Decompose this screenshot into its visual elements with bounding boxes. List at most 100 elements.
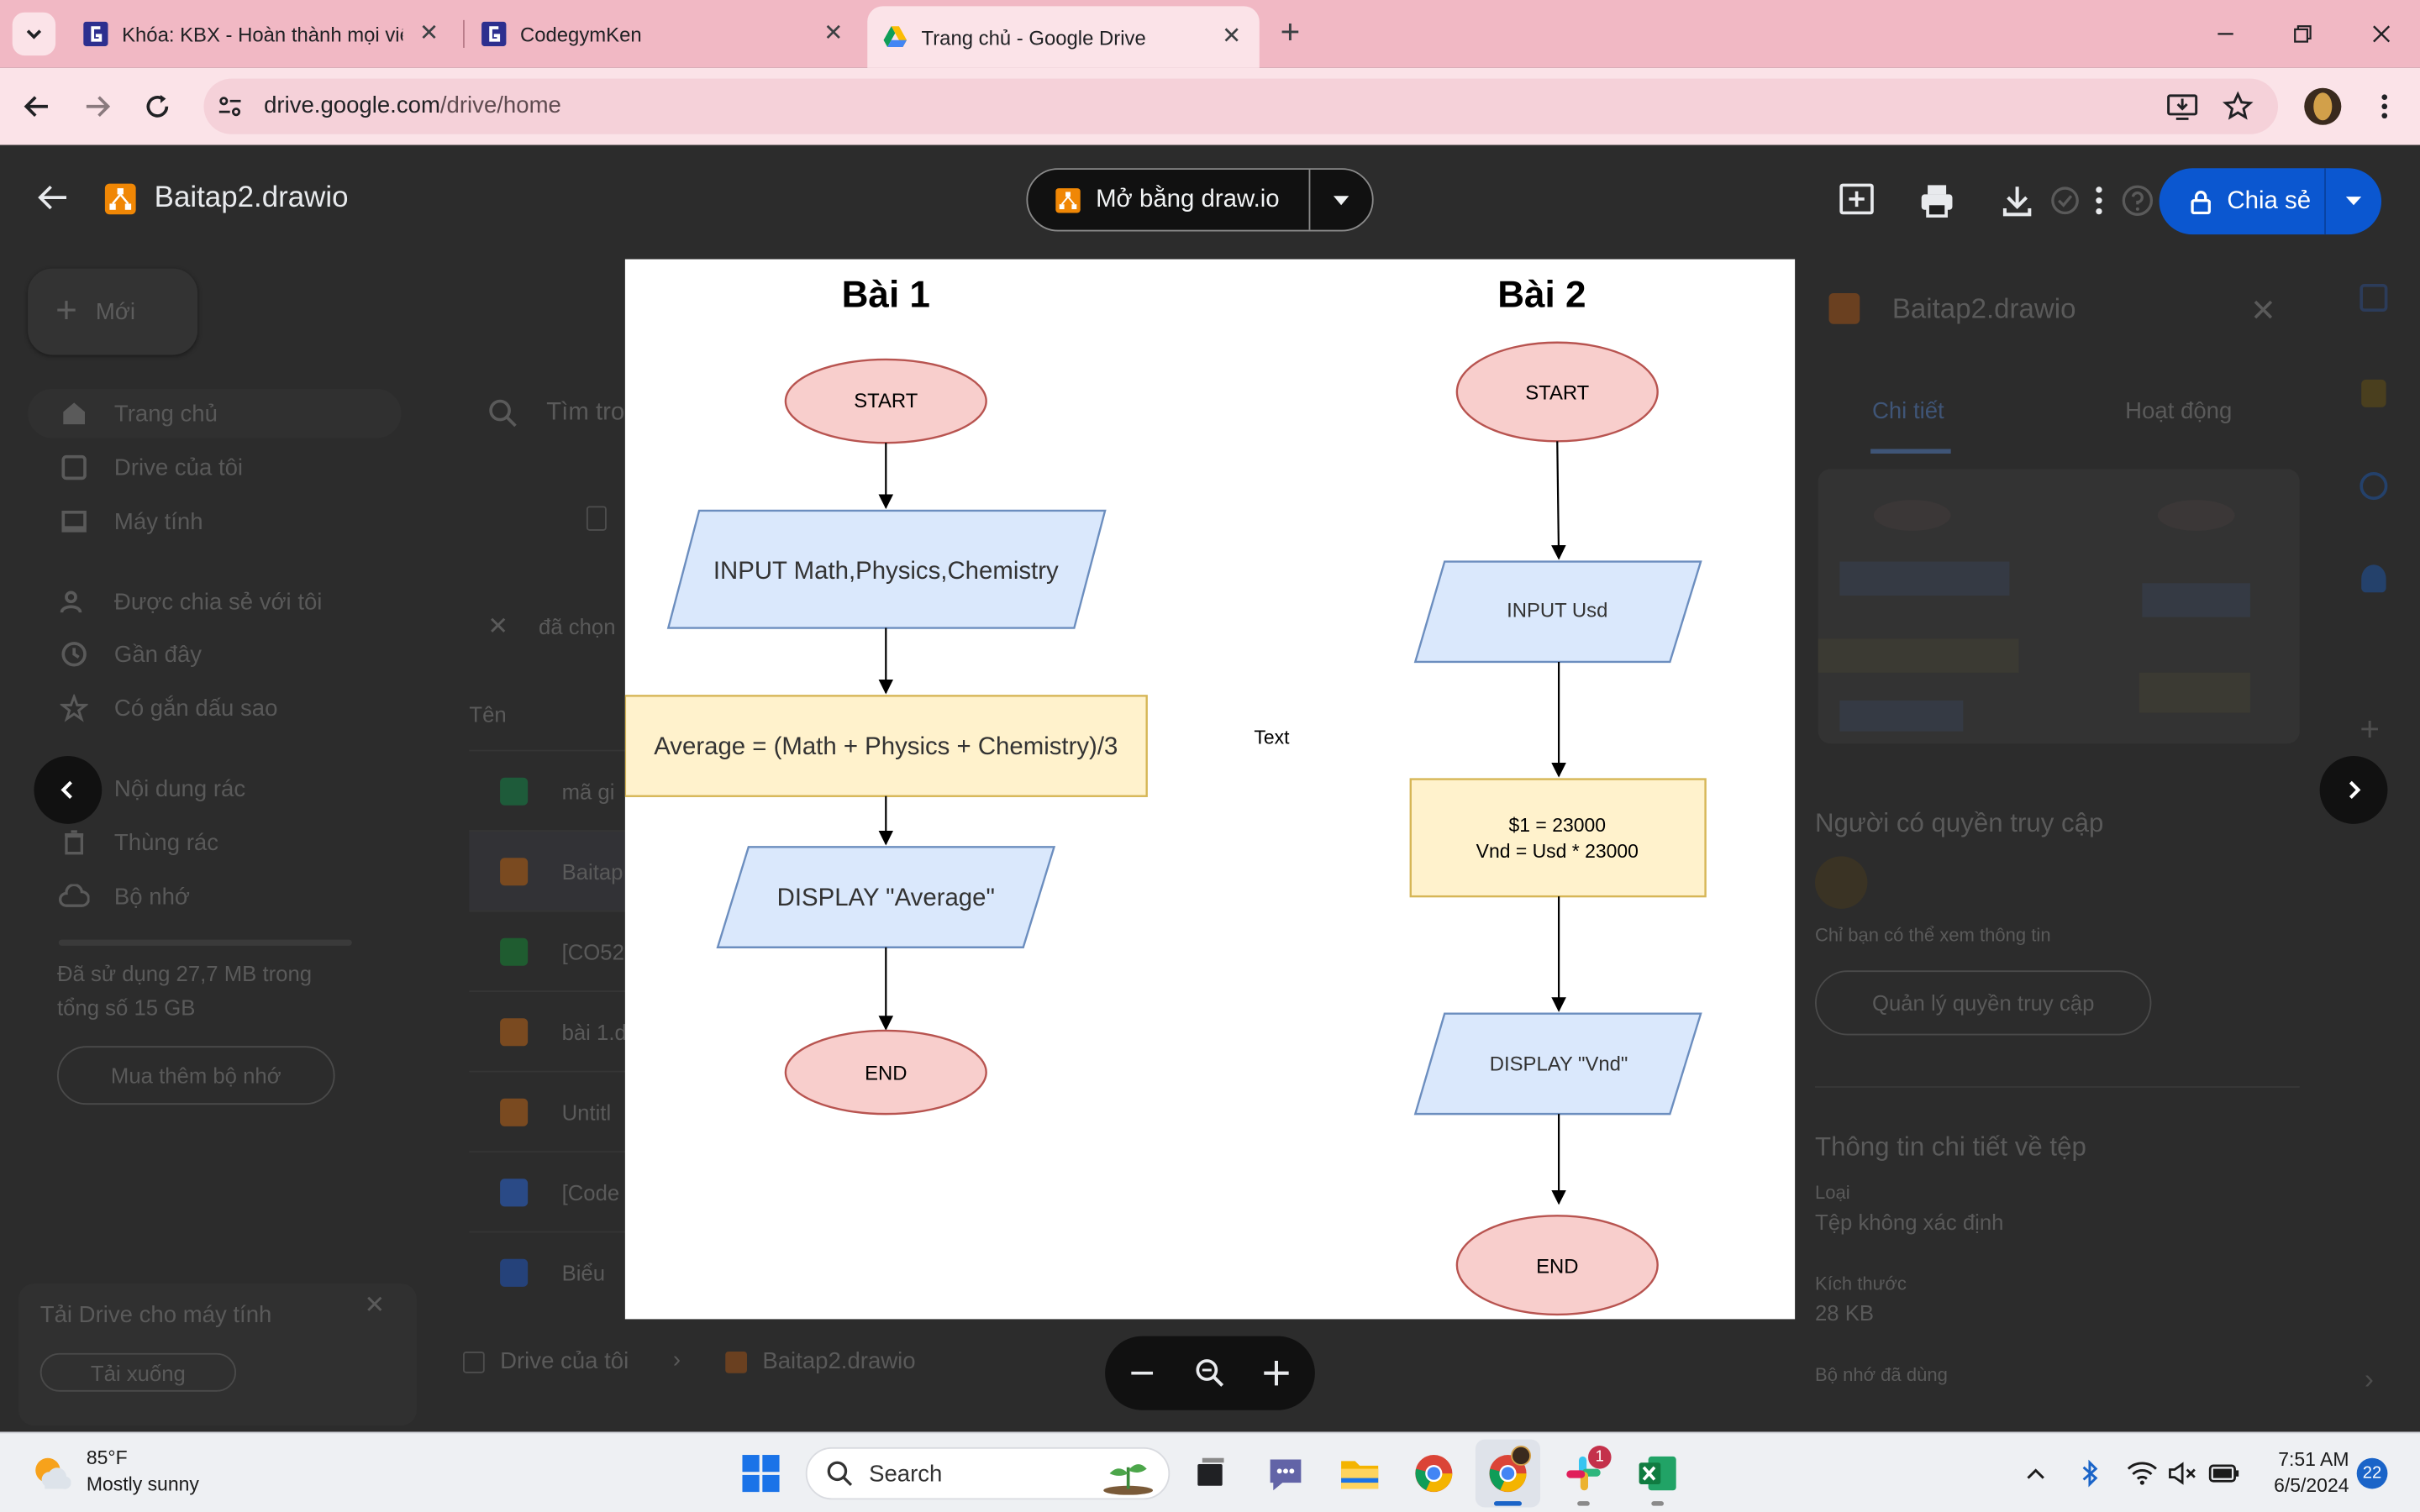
chevron-right-icon[interactable]: ›	[2364, 1363, 2374, 1395]
close-tab-icon[interactable]: ✕	[823, 19, 844, 47]
download-button[interactable]	[1996, 179, 2039, 222]
chrome-button[interactable]	[1413, 1452, 1455, 1494]
add-comment-button[interactable]	[1835, 179, 1878, 222]
show-hidden-icons-button[interactable]	[2020, 1458, 2051, 1489]
profile-avatar[interactable]	[2304, 87, 2342, 125]
star-bookmark-icon[interactable]	[2222, 91, 2254, 122]
add-addon-icon[interactable]: +	[2360, 709, 2380, 748]
close-details-icon[interactable]: ✕	[2249, 294, 2276, 329]
previous-file-button[interactable]	[34, 755, 103, 824]
breadcrumb-root[interactable]: Drive của tôi	[500, 1348, 629, 1375]
file-explorer-button[interactable]	[1338, 1452, 1381, 1494]
tab-title: CodegymKen	[519, 22, 642, 46]
access-note: Chỉ bạn có thể xem thông tin	[1814, 924, 2051, 946]
file-row[interactable]: Biểu	[469, 1231, 639, 1312]
restore-button[interactable]	[2272, 13, 2333, 55]
reload-icon	[146, 94, 169, 118]
file-row[interactable]: [CO52	[469, 910, 639, 991]
bluetooth-icon	[2082, 1459, 2098, 1488]
weather-widget[interactable]: 85°F Mostly sunny	[31, 1446, 199, 1498]
minimize-button[interactable]	[2195, 13, 2256, 55]
system-clock[interactable]: 7:51 AM 6/5/2024	[2256, 1447, 2349, 1499]
file-row[interactable]: Untitl	[469, 1070, 639, 1152]
contacts-icon[interactable]	[2361, 564, 2386, 593]
close-tab-icon[interactable]: ✕	[419, 19, 439, 47]
close-tab-icon[interactable]: ✕	[1222, 23, 1242, 50]
sidebar-item-shared[interactable]: Được chia sẻ với tôi	[59, 580, 323, 623]
sidebar-item-starred[interactable]: Có gắn dấu sao	[59, 686, 277, 729]
calendar-icon[interactable]	[2360, 283, 2388, 312]
file-row[interactable]: bài 1.d	[469, 990, 639, 1071]
more-actions-button[interactable]	[2077, 179, 2120, 222]
new-tab-button[interactable]: +	[1280, 12, 1301, 51]
clear-selection-icon[interactable]: ✕	[487, 614, 509, 641]
viewer-back-button[interactable]	[34, 179, 74, 219]
help-button[interactable]	[2116, 179, 2159, 222]
print-button[interactable]	[1915, 179, 1958, 222]
share-button[interactable]: Chia sẻ	[2159, 168, 2382, 235]
next-file-button[interactable]	[2319, 755, 2388, 824]
notification-count-badge[interactable]: 22	[2356, 1457, 2388, 1489]
tab-google-drive[interactable]: Trang chủ - Google Drive ✕	[867, 6, 1260, 68]
diagram-canvas: Bài 1 Bài 2 START INPUT Math,Physics,Che…	[624, 259, 1796, 1320]
file-row[interactable]: mã gi	[469, 749, 639, 831]
google-drive-icon	[883, 26, 908, 48]
install-app-icon[interactable]	[2167, 92, 2198, 120]
thumb-shape	[1873, 500, 1951, 531]
file-row[interactable]: [Code	[469, 1151, 639, 1231]
open-with-drawio-button[interactable]: Mở bằng draw.io	[1026, 168, 1374, 232]
zoom-out-button[interactable]	[1120, 1352, 1163, 1394]
slack-notification-badge: 1	[1587, 1446, 1612, 1469]
sidebar-item-spam[interactable]: Nội dung rác	[59, 767, 245, 810]
column-header-name[interactable]: Tên	[469, 701, 507, 727]
tab-activity[interactable]: Hoạt động	[2125, 397, 2233, 425]
reload-button[interactable]	[134, 83, 181, 129]
sidebar-item-home[interactable]: Trang chủ	[59, 392, 218, 435]
forward-button[interactable]	[74, 83, 120, 129]
breadcrumb-file[interactable]: Baitap2.drawio	[762, 1348, 916, 1375]
tasks-icon[interactable]	[2360, 472, 2388, 501]
sidebar-item-recent[interactable]: Gần đây	[59, 633, 202, 675]
taskbar-search-label: Search	[869, 1460, 943, 1487]
close-promo-icon[interactable]: ✕	[364, 1293, 386, 1320]
windows-logo-icon	[742, 1455, 780, 1493]
tab-details[interactable]: Chi tiết	[1871, 397, 1944, 425]
sidebar-item-storage[interactable]: Bộ nhớ	[59, 874, 190, 917]
dropdown-arrow-icon[interactable]	[1330, 193, 1352, 208]
tab-codegymken[interactable]: CodegymKen ✕	[466, 9, 861, 59]
address-bar[interactable]: drive.google.com/drive/home	[203, 78, 2279, 134]
taskbar-search[interactable]: Search	[805, 1446, 1171, 1500]
zoom-in-button[interactable]	[1255, 1352, 1297, 1394]
keep-icon[interactable]	[2361, 379, 2386, 407]
excel-button[interactable]	[1636, 1452, 1679, 1494]
new-button[interactable]: + Mới	[28, 268, 198, 355]
bluetooth-button[interactable]	[2075, 1458, 2106, 1489]
back-button[interactable]	[14, 83, 60, 129]
chrome-profile-button[interactable]	[1486, 1446, 1532, 1494]
close-window-button[interactable]	[2350, 13, 2412, 55]
windows-taskbar: 85°F Mostly sunny Search	[0, 1431, 2420, 1512]
site-info-icon[interactable]	[218, 94, 242, 118]
drive-search-placeholder[interactable]: Tìm tro	[546, 399, 625, 426]
file-row-selected[interactable]: Baitap	[469, 830, 639, 911]
browser-menu-button[interactable]	[2361, 83, 2407, 129]
task-view-button[interactable]	[1188, 1452, 1231, 1494]
tab-kbx[interactable]: Khóa: KBX - Hoàn thành mọi việ ✕	[68, 9, 457, 59]
download-app-button[interactable]: Tải xuống	[39, 1352, 237, 1392]
approvals-button[interactable]	[2044, 179, 2086, 222]
dropdown-arrow-icon[interactable]	[2344, 194, 2363, 208]
tab-search-button[interactable]	[12, 12, 56, 56]
wifi-button[interactable]	[2127, 1458, 2158, 1489]
volume-button[interactable]	[2167, 1458, 2198, 1489]
slack-button[interactable]: 1	[1562, 1446, 1612, 1494]
sidebar-label: Được chia sẻ với tôi	[113, 588, 323, 615]
teams-chat-button[interactable]	[1264, 1452, 1307, 1494]
start-button[interactable]	[739, 1452, 782, 1494]
manage-access-button[interactable]: Quản lý quyền truy cập	[1814, 970, 2152, 1036]
battery-button[interactable]	[2208, 1458, 2239, 1489]
buy-storage-button[interactable]: Mua thêm bộ nhớ	[56, 1046, 335, 1105]
sidebar-item-my-drive[interactable]: Drive của tôi	[59, 446, 243, 489]
sidebar-item-trash[interactable]: Thùng rác	[59, 821, 218, 864]
zoom-reset-button[interactable]	[1188, 1352, 1231, 1394]
sidebar-item-computers[interactable]: Máy tính	[59, 500, 203, 543]
